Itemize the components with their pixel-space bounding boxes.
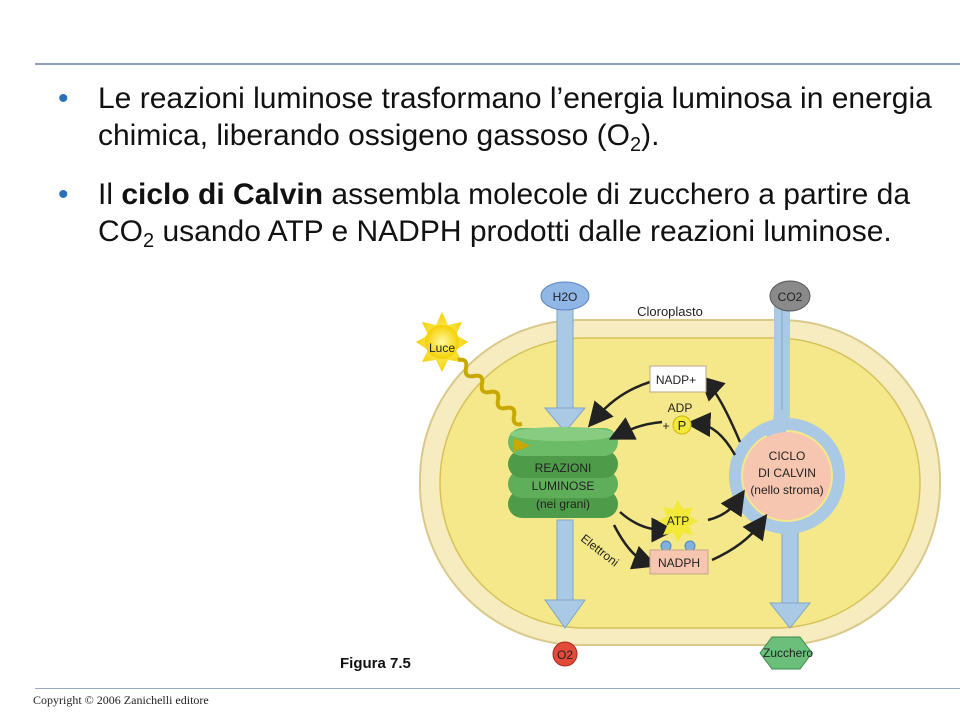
light-reactions-line-1: REAZIONI <box>535 461 592 475</box>
light-label: Luce <box>429 341 455 355</box>
sugar-hexagon <box>759 636 813 670</box>
light-wave-arrow <box>457 357 523 427</box>
calvin-emphasis: ciclo di Calvin <box>121 178 324 211</box>
atp-burst-icon <box>658 500 698 542</box>
bullet-item-calvin-cycle: • Il ciclo di Calvin assembla molecole d… <box>58 178 911 252</box>
chloroplast-label: Cloroplasto <box>637 304 703 319</box>
bullet-dot: • <box>58 178 69 211</box>
top-rule <box>35 63 960 65</box>
sugar-output-arrow <box>768 529 812 629</box>
light-reactions-line-2: LUMINOSE <box>532 479 595 493</box>
sun-icon <box>416 312 468 372</box>
bullet-item-light-reactions: • Le reazioni luminose trasformano l’ene… <box>58 82 932 156</box>
water-input-arrow <box>543 304 587 433</box>
light-reactions-line-3: (nei grani) <box>536 497 590 511</box>
calvin-cycle-line-3: (nello stroma) <box>750 483 823 497</box>
atp-label: ATP <box>667 514 689 528</box>
bullet-list: • Le reazioni luminose trasformano l’ene… <box>58 80 938 272</box>
copyright-notice: Copyright © 2006 Zanichelli editore <box>33 693 209 707</box>
phosphate-label: P <box>678 418 687 433</box>
nadp-box <box>649 365 707 393</box>
bottom-rule <box>35 688 960 689</box>
calvin-cycle-ring <box>729 418 845 534</box>
oxygen-label: O2 <box>557 648 573 662</box>
sugar-label: Zucchero <box>763 646 813 660</box>
co2-molecule <box>769 280 811 312</box>
nadp-label: NADP+ <box>656 373 696 387</box>
figure-label: Figura 7.5 <box>340 655 411 672</box>
water-label: H2O <box>553 290 578 304</box>
calvin-cycle-line-1: CICLO <box>769 449 806 463</box>
light-arrow-head <box>514 438 530 452</box>
oxygen-molecule <box>552 641 578 667</box>
adp-label: ADP <box>668 401 693 415</box>
oxygen-output-arrow <box>544 519 586 629</box>
plus-sign: + <box>662 419 669 433</box>
nadph-box <box>649 549 709 575</box>
cycle-arrows <box>587 375 768 570</box>
chloroplast-diagram: CICLO DI CALVIN (nello stroma) REAZIONI … <box>416 280 941 670</box>
calvin-cycle-line-2: DI CALVIN <box>758 466 816 480</box>
water-molecule <box>540 281 590 311</box>
grana-stack <box>508 427 618 518</box>
bullet-dot: • <box>58 82 69 115</box>
phosphate-icon <box>672 415 692 435</box>
co2-label: CO2 <box>778 290 803 304</box>
calvin-cycle-core <box>743 432 831 520</box>
nadph-label: NADPH <box>658 556 700 570</box>
